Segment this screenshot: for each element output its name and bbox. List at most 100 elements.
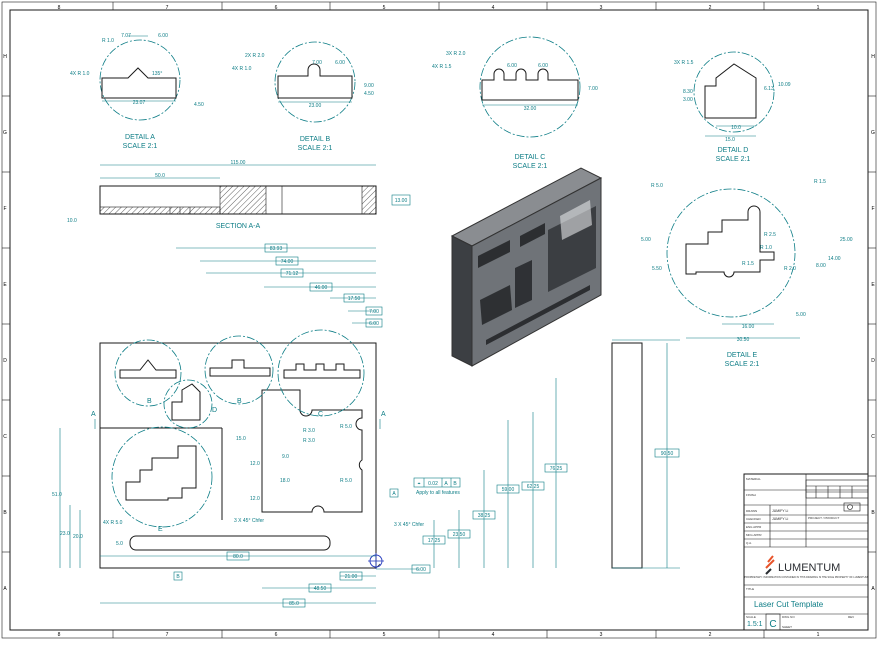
detail-a-callout: [114, 339, 182, 407]
dim-text: 10.09: [778, 82, 791, 88]
datum-b-flag: [173, 571, 183, 581]
zone-col: 8: [58, 5, 61, 11]
dim-text: 9.0: [282, 454, 289, 460]
tb-label: CHECKED: [746, 517, 762, 521]
tb-label: MFG APPR: [746, 533, 762, 537]
detail-e-label: DETAIL E: [727, 352, 758, 359]
dim-text: 50.0: [155, 173, 165, 179]
dim-text: 4X R 1.5: [432, 64, 452, 70]
main-view: A A B C D E B 83.93 74.00 71.12 46.00 17…: [52, 243, 568, 608]
zone-row: H: [871, 54, 875, 60]
dim-text: R 1.0: [760, 245, 772, 251]
dim-text: R 2.0: [784, 266, 796, 272]
detail-e-scale: SCALE 2:1: [725, 361, 760, 368]
isometric-view: [450, 167, 603, 367]
dim-text: 76.25: [550, 466, 563, 472]
dim-text: 17.50: [348, 296, 361, 302]
tb-label: PROJECT / PRODUCT: [808, 516, 839, 520]
section-marker: A: [381, 411, 386, 418]
detail-d-profile: [704, 63, 757, 119]
zone-col: 1: [817, 632, 820, 638]
dim-text: R 5.0: [340, 478, 352, 484]
detail-a-circle: [99, 39, 181, 121]
dim-text: 12.0: [250, 461, 260, 467]
fcf-tolerance: 0.02: [428, 481, 438, 487]
dim-text: 80.0: [233, 554, 243, 560]
drawing-title: Laser Cut Template: [754, 600, 824, 609]
dim-text: 17.25: [428, 538, 441, 544]
dim-text: 51.0: [52, 492, 62, 498]
detail-c-callout: [277, 329, 365, 417]
detail-d-callout: [163, 379, 213, 429]
zone-col: 5: [383, 5, 386, 11]
dim-text: 71.12: [286, 271, 299, 277]
dim-text: R 2.5: [764, 232, 776, 238]
dim-text: 16.00: [742, 324, 755, 330]
zone-col: 4: [492, 5, 495, 11]
dim-text: 115.00: [231, 160, 246, 166]
dim-text: 21.00: [345, 574, 358, 580]
zone-row: F: [3, 206, 6, 212]
detail-b-scale: SCALE 2:1: [298, 145, 333, 152]
tb-label: SHEET: [782, 625, 792, 629]
dim-text: 4X R 1.0: [70, 71, 90, 77]
detail-c: 32.00 3X R 2.0 4X R 1.5 6.00 6.00 7.00 D…: [432, 36, 598, 170]
tb-label: FINISH: [746, 493, 756, 497]
dim-text: 12.0: [250, 496, 260, 502]
detail-marker: E: [158, 526, 163, 533]
detail-c-label: DETAIL C: [515, 154, 546, 161]
dim-text: 59.00: [502, 487, 515, 493]
dim-text: 4X R 5.0: [103, 520, 123, 526]
detail-d: 3X R 1.5 8.30 3.00 6.13 10.09 10.0 15.0 …: [674, 51, 791, 163]
zone-row: E: [871, 282, 875, 288]
fcf-symbol: ⌖: [418, 481, 421, 487]
zone-col: 6: [275, 5, 278, 11]
zone-col: 5: [383, 632, 386, 638]
feature-control-frame: ⌖ 0.02 A B Apply to all features: [413, 477, 460, 496]
section-marker: A: [91, 411, 96, 418]
tb-label: SCALE: [746, 615, 756, 619]
tb-label: Q.A.: [746, 541, 752, 545]
dim-text: R 1.5: [742, 261, 754, 267]
dim-text: 7.00: [312, 60, 322, 66]
dim-text: 135°: [152, 71, 162, 77]
dim-text: 6.00: [335, 60, 345, 66]
dim-text: 23.00: [309, 103, 322, 109]
detail-d-circle: [693, 51, 775, 133]
detail-a-scale: SCALE 2:1: [123, 143, 158, 150]
dim-text: 8.00: [816, 263, 826, 269]
detail-a: 23.07 7.07 6.00 R 1.0 4X R 1.0 135° 4.50…: [70, 33, 204, 150]
dim-text: 4.50: [194, 102, 204, 108]
dim-text: 46.00: [315, 285, 328, 291]
detail-marker: C: [318, 411, 323, 418]
zone-col: 2: [709, 5, 712, 11]
fcf-datum-b: B: [453, 481, 457, 487]
detail-c-circle: [479, 36, 581, 138]
dim-text: 2X R 2.0: [245, 53, 265, 59]
zone-row: D: [871, 358, 875, 364]
detail-d-scale: SCALE 2:1: [716, 156, 751, 163]
dim-text: 5.0: [116, 541, 123, 547]
dim-text: 9.00: [364, 83, 374, 89]
detail-marker: D: [212, 407, 217, 414]
dim-text: 25.00: [840, 237, 853, 243]
dim-text: 4X R 1.0: [232, 66, 252, 72]
zone-col: 7: [166, 632, 169, 638]
company-name: LUMENTUM: [778, 562, 840, 574]
detail-c-profile: [481, 68, 579, 101]
dim-text: 6.00: [158, 33, 168, 39]
zone-col: 2: [709, 632, 712, 638]
dim-text: R 3.0: [303, 438, 315, 444]
sheet-size: C: [769, 619, 776, 630]
dim-text: 8.30: [683, 89, 693, 95]
tb-label: TITLE: [746, 587, 754, 591]
dim-text: 83.93: [270, 246, 283, 252]
dim-text: 6.00: [507, 63, 517, 69]
dim-text: 15.0: [725, 137, 735, 143]
dim-text: R 5.0: [340, 424, 352, 430]
detail-b-callout: [204, 335, 274, 405]
detail-e-profile: [685, 205, 775, 278]
bottom-slot: [129, 535, 331, 551]
